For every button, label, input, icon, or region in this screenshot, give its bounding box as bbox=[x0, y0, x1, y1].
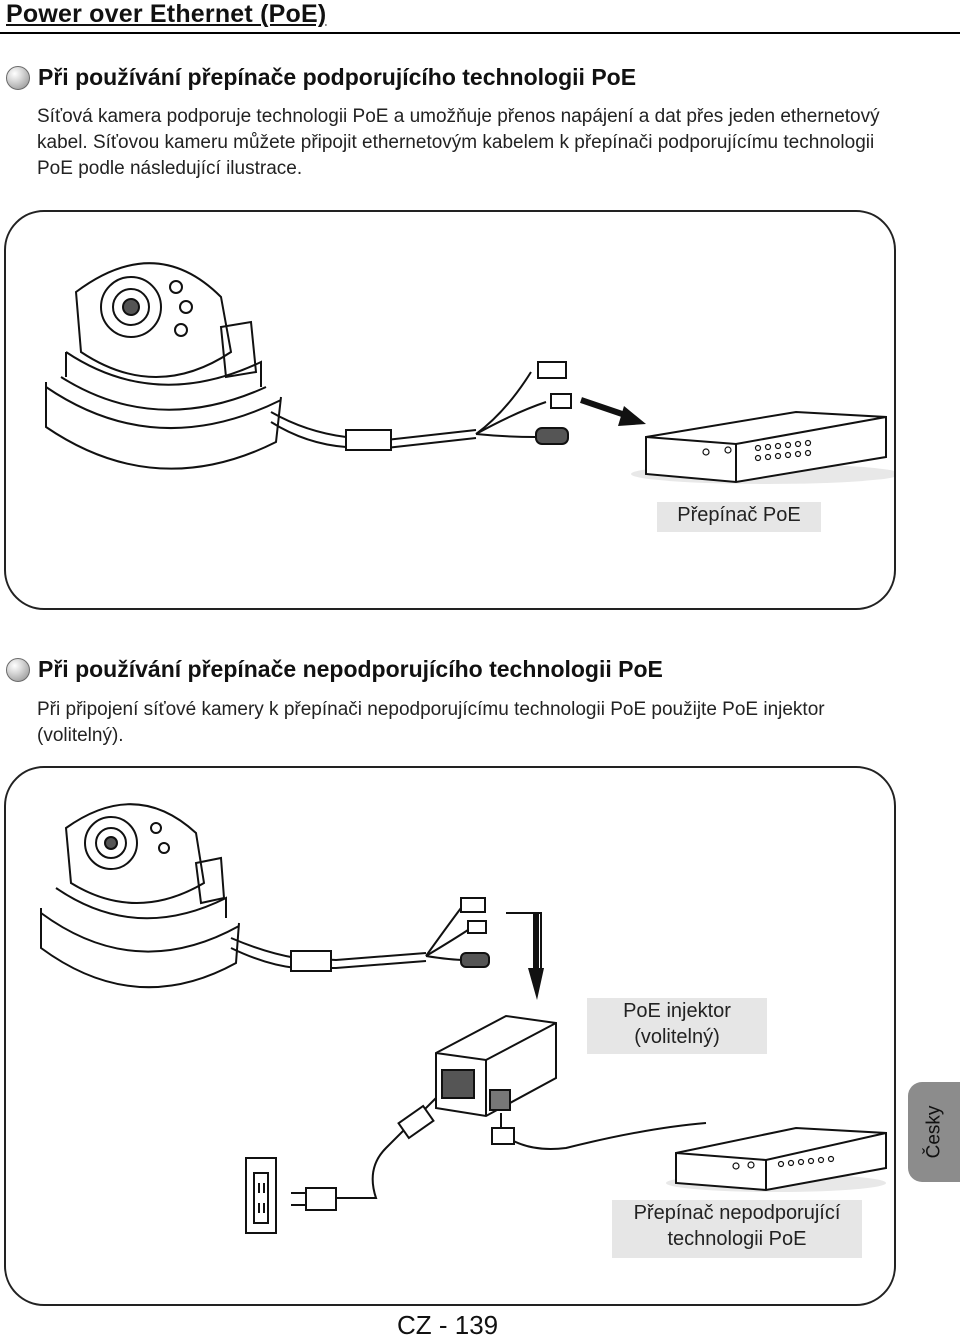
language-tab: Česky bbox=[908, 1082, 960, 1182]
poe-switch-icon bbox=[631, 410, 894, 484]
poe-injector-icon bbox=[435, 1014, 557, 1118]
section-bullet-icon bbox=[6, 65, 30, 90]
poe-injector-label: PoE injektor (volitelný) bbox=[587, 998, 767, 1054]
section1-heading-text: Při používání přepínače podporujícího te… bbox=[38, 64, 637, 90]
rj45-connector-icon bbox=[537, 361, 567, 379]
poe-injector-label-line2: (volitelný) bbox=[634, 1026, 720, 1048]
section2-heading-text: Při používání přepínače nepodporujícího … bbox=[38, 656, 663, 682]
wall-outlet-icon bbox=[245, 1157, 277, 1234]
language-tab-label: Česky bbox=[923, 1105, 945, 1159]
network-switch-icon bbox=[666, 1126, 887, 1192]
camera-lens-icon bbox=[74, 262, 233, 378]
page-number: CZ - 139 bbox=[397, 1310, 499, 1340]
section2-paragraph: Při připojení síťové kamery k přepínači … bbox=[37, 699, 825, 746]
poe-injector-diagram bbox=[40, 803, 887, 1234]
non-poe-switch-label-line2: technologii PoE bbox=[667, 1228, 807, 1250]
poe-switch-diagram bbox=[45, 262, 894, 484]
rj45-connector-icon bbox=[460, 897, 486, 913]
section-bullet-icon bbox=[6, 657, 30, 682]
poe-injector-label-line1: PoE injektor bbox=[623, 1000, 731, 1022]
section1-heading: Při používání přepínače podporujícího te… bbox=[6, 64, 636, 91]
poe-switch-illustration: Přepínač PoE bbox=[4, 210, 896, 610]
non-poe-switch-label-line1: Přepínač nepodporující bbox=[633, 1202, 841, 1224]
camera-lens-icon bbox=[64, 803, 206, 904]
section2-heading: Při používání přepínače nepodporujícího … bbox=[6, 656, 663, 683]
camera-base-icon bbox=[45, 382, 282, 470]
section1-paragraph: Síťová kamera podporuje technologii PoE … bbox=[37, 106, 880, 179]
title-rule bbox=[0, 32, 960, 34]
poe-switch-label: Přepínač PoE bbox=[657, 502, 821, 532]
page-title: Power over Ethernet (PoE) bbox=[6, 0, 327, 28]
arrow-icon bbox=[506, 912, 542, 968]
non-poe-switch-label: Přepínač nepodporující technologii PoE bbox=[612, 1200, 862, 1258]
poe-injector-illustration: PoE injektor (volitelný) Přepínač nepodp… bbox=[4, 766, 896, 1306]
camera-base-icon bbox=[40, 908, 240, 989]
